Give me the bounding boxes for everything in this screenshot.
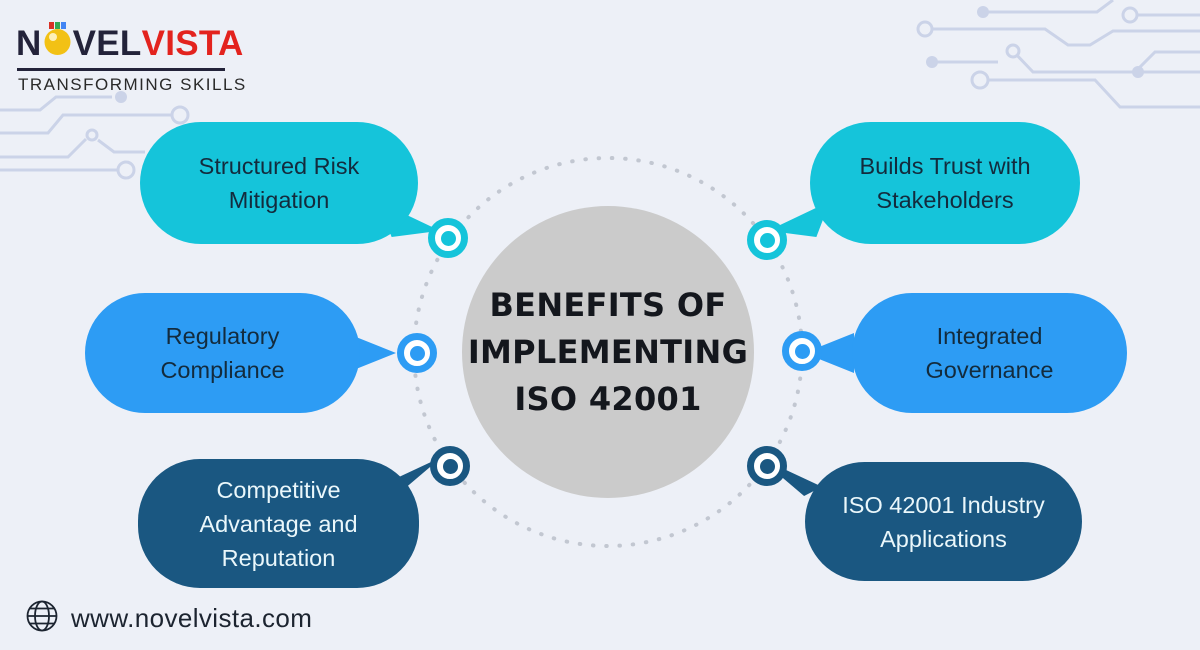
bubble-line: Compliance — [160, 357, 285, 383]
bubble-label: Competitive Advantage and Reputation — [199, 473, 357, 575]
benefit-bubble-regulatory-compliance: Regulatory Compliance — [85, 293, 360, 413]
ring-marker-icon — [397, 333, 437, 373]
bubble-line: Integrated — [936, 323, 1043, 349]
ring-marker-icon — [747, 220, 787, 260]
bubble-line: Mitigation — [228, 187, 330, 213]
circuit-decoration-top-right — [900, 0, 1200, 135]
ring-marker-icon — [747, 446, 787, 486]
lightbulb-icon — [43, 21, 72, 65]
center-title: BENEFITS OF IMPLEMENTING ISO 42001 — [468, 282, 748, 423]
bubble-line: Applications — [880, 525, 1007, 552]
logo-text-vista: VISTA — [141, 24, 244, 63]
bubble-line: Governance — [925, 357, 1054, 383]
bubble-label: Regulatory Compliance — [160, 319, 284, 387]
ring-marker-core — [759, 232, 775, 248]
ring-marker-icon — [430, 446, 470, 486]
center-circle: BENEFITS OF IMPLEMENTING ISO 42001 — [462, 206, 754, 498]
benefit-bubble-integrated-governance: Integrated Governance — [852, 293, 1127, 413]
bubble-line: Builds Trust with — [859, 153, 1031, 179]
bubble-label: Structured Risk Mitigation — [199, 149, 360, 217]
bubble-label: Integrated Governance — [925, 319, 1053, 387]
logo-tagline: TRANSFORMING SKILLS — [18, 75, 247, 94]
bubble-line: Competitive — [216, 476, 341, 503]
center-title-line: BENEFITS OF — [489, 285, 727, 324]
benefit-bubble-competitive-advantage-reputation: Competitive Advantage and Reputation — [138, 459, 419, 588]
ring-marker-core — [442, 458, 458, 474]
bubble-label: ISO 42001 Industry Applications — [842, 488, 1044, 556]
bubble-line: Structured Risk — [198, 153, 360, 179]
logo-wordmark: N VEL VISTA — [16, 22, 247, 66]
website-url: www.novelvista.com — [71, 603, 313, 633]
logo-text-novel-n: N — [16, 24, 42, 63]
bubble-line: Advantage and — [199, 510, 358, 537]
center-title-line: IMPLEMENTING — [467, 332, 749, 371]
ring-marker-icon — [782, 331, 822, 371]
ring-marker-core — [440, 230, 456, 246]
website-footer: www.novelvista.com — [24, 598, 312, 639]
benefit-bubble-iso-42001-industry-applications: ISO 42001 Industry Applications — [805, 462, 1082, 581]
globe-icon — [24, 598, 60, 639]
bubble-line: Stakeholders — [876, 187, 1014, 213]
ring-marker-core — [759, 458, 775, 474]
bubble-label: Builds Trust with Stakeholders — [859, 149, 1030, 217]
novelvista-logo: N VEL VISTA TRANSFORMING SKILLS — [16, 22, 247, 95]
center-title-line: ISO 42001 — [514, 379, 702, 418]
bubble-line: Regulatory — [165, 323, 280, 349]
logo-text-novel-vel: VEL — [72, 24, 142, 63]
ring-marker-core — [409, 345, 425, 361]
ring-marker-core — [794, 343, 810, 359]
bubble-line: ISO 42001 Industry — [842, 491, 1045, 518]
bubble-line: Reputation — [221, 544, 336, 571]
benefit-bubble-structured-risk-mitigation: Structured Risk Mitigation — [140, 122, 418, 244]
benefit-bubble-builds-trust-with-stakeholders: Builds Trust with Stakeholders — [810, 122, 1080, 244]
logo-underline — [17, 68, 225, 71]
ring-marker-icon — [428, 218, 468, 258]
